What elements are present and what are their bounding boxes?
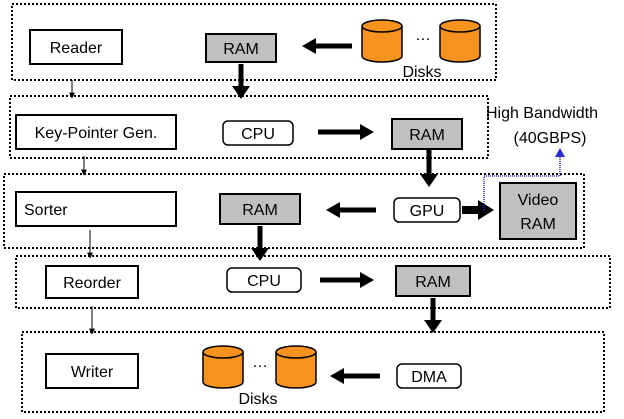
- stage-writer-box: [45, 353, 139, 389]
- arrow-dma-to-disks-head: [330, 368, 344, 384]
- arrow-ram-down-3-head: [251, 248, 269, 261]
- stage-reader-box: [29, 29, 123, 65]
- bandwidth-link-head: [555, 148, 565, 157]
- bandwidth-link: [483, 156, 561, 210]
- arrow-gpu-to-vram-head: [478, 200, 494, 220]
- bandwidth-annotation-line2: (40GBPS): [514, 130, 587, 147]
- stage-reorder-box: [45, 265, 139, 299]
- arrow-ram-down-4-head: [424, 320, 442, 333]
- sorter-ram-box: [219, 193, 301, 225]
- writer-disk-icon-2: [275, 345, 317, 389]
- stage-sorter-box: [15, 191, 177, 227]
- reader-disk-icon-2: [439, 19, 481, 63]
- reorder-ram-label: RAM: [415, 274, 451, 291]
- stage-writer-label: Writer: [71, 364, 114, 381]
- arrow-cpu-to-ram-2-head: [360, 272, 374, 288]
- reader-disk-icon-1: [361, 19, 403, 63]
- reorder-cpu-label: CPU: [247, 273, 281, 290]
- video-ram-box: [499, 182, 577, 240]
- video-ram-label-line2: RAM: [520, 216, 556, 233]
- reader-ram-box: [205, 33, 277, 63]
- sorter-gpu-label: GPU: [410, 203, 445, 220]
- keygen-cpu-label: CPU: [241, 126, 275, 143]
- sorter-gpu-box: [393, 197, 461, 223]
- writer-stage-frame: [21, 331, 605, 413]
- video-ram-label-line1: Video: [518, 192, 559, 209]
- stage-reorder-label: Reorder: [63, 275, 121, 292]
- reader-ram-label: RAM: [223, 41, 259, 58]
- keygen-cpu-box: [222, 120, 294, 146]
- sorter-ram-label: RAM: [242, 202, 278, 219]
- reader-disk-ellipsis: …: [415, 27, 431, 44]
- writer-disk-ellipsis: …: [252, 354, 268, 371]
- reader-stage-frame: [11, 3, 497, 81]
- stage-keygen-label: Key-Pointer Gen.: [35, 125, 158, 142]
- arrow-cpu-to-ram-head: [360, 124, 374, 140]
- stage-sorter-label: Sorter: [24, 202, 68, 219]
- arrow-gpu-to-ram-head: [326, 202, 340, 218]
- arrow-ram-down-1-head: [232, 86, 250, 99]
- writer-disks-label: Disks: [238, 391, 277, 408]
- reorder-ram-box: [395, 265, 471, 297]
- stage-keygen-box: [15, 114, 177, 150]
- keygen-ram-label: RAM: [409, 127, 445, 144]
- bandwidth-annotation-line1: High Bandwidth: [486, 105, 598, 122]
- reorder-stage-frame: [15, 255, 611, 309]
- keygen-ram-box: [391, 118, 463, 150]
- stage-reader-label: Reader: [50, 40, 103, 57]
- reader-disks-label: Disks: [402, 64, 441, 81]
- writer-disk-icon-1: [202, 345, 244, 389]
- arrow-disks-to-ram-head: [302, 38, 316, 54]
- reorder-cpu-box: [226, 267, 302, 293]
- keygen-stage-frame: [9, 95, 489, 159]
- writer-dma-box: [396, 363, 462, 389]
- arrow-ram-down-2-head: [420, 174, 438, 187]
- writer-dma-label: DMA: [411, 369, 447, 386]
- sorter-stage-frame: [3, 173, 585, 249]
